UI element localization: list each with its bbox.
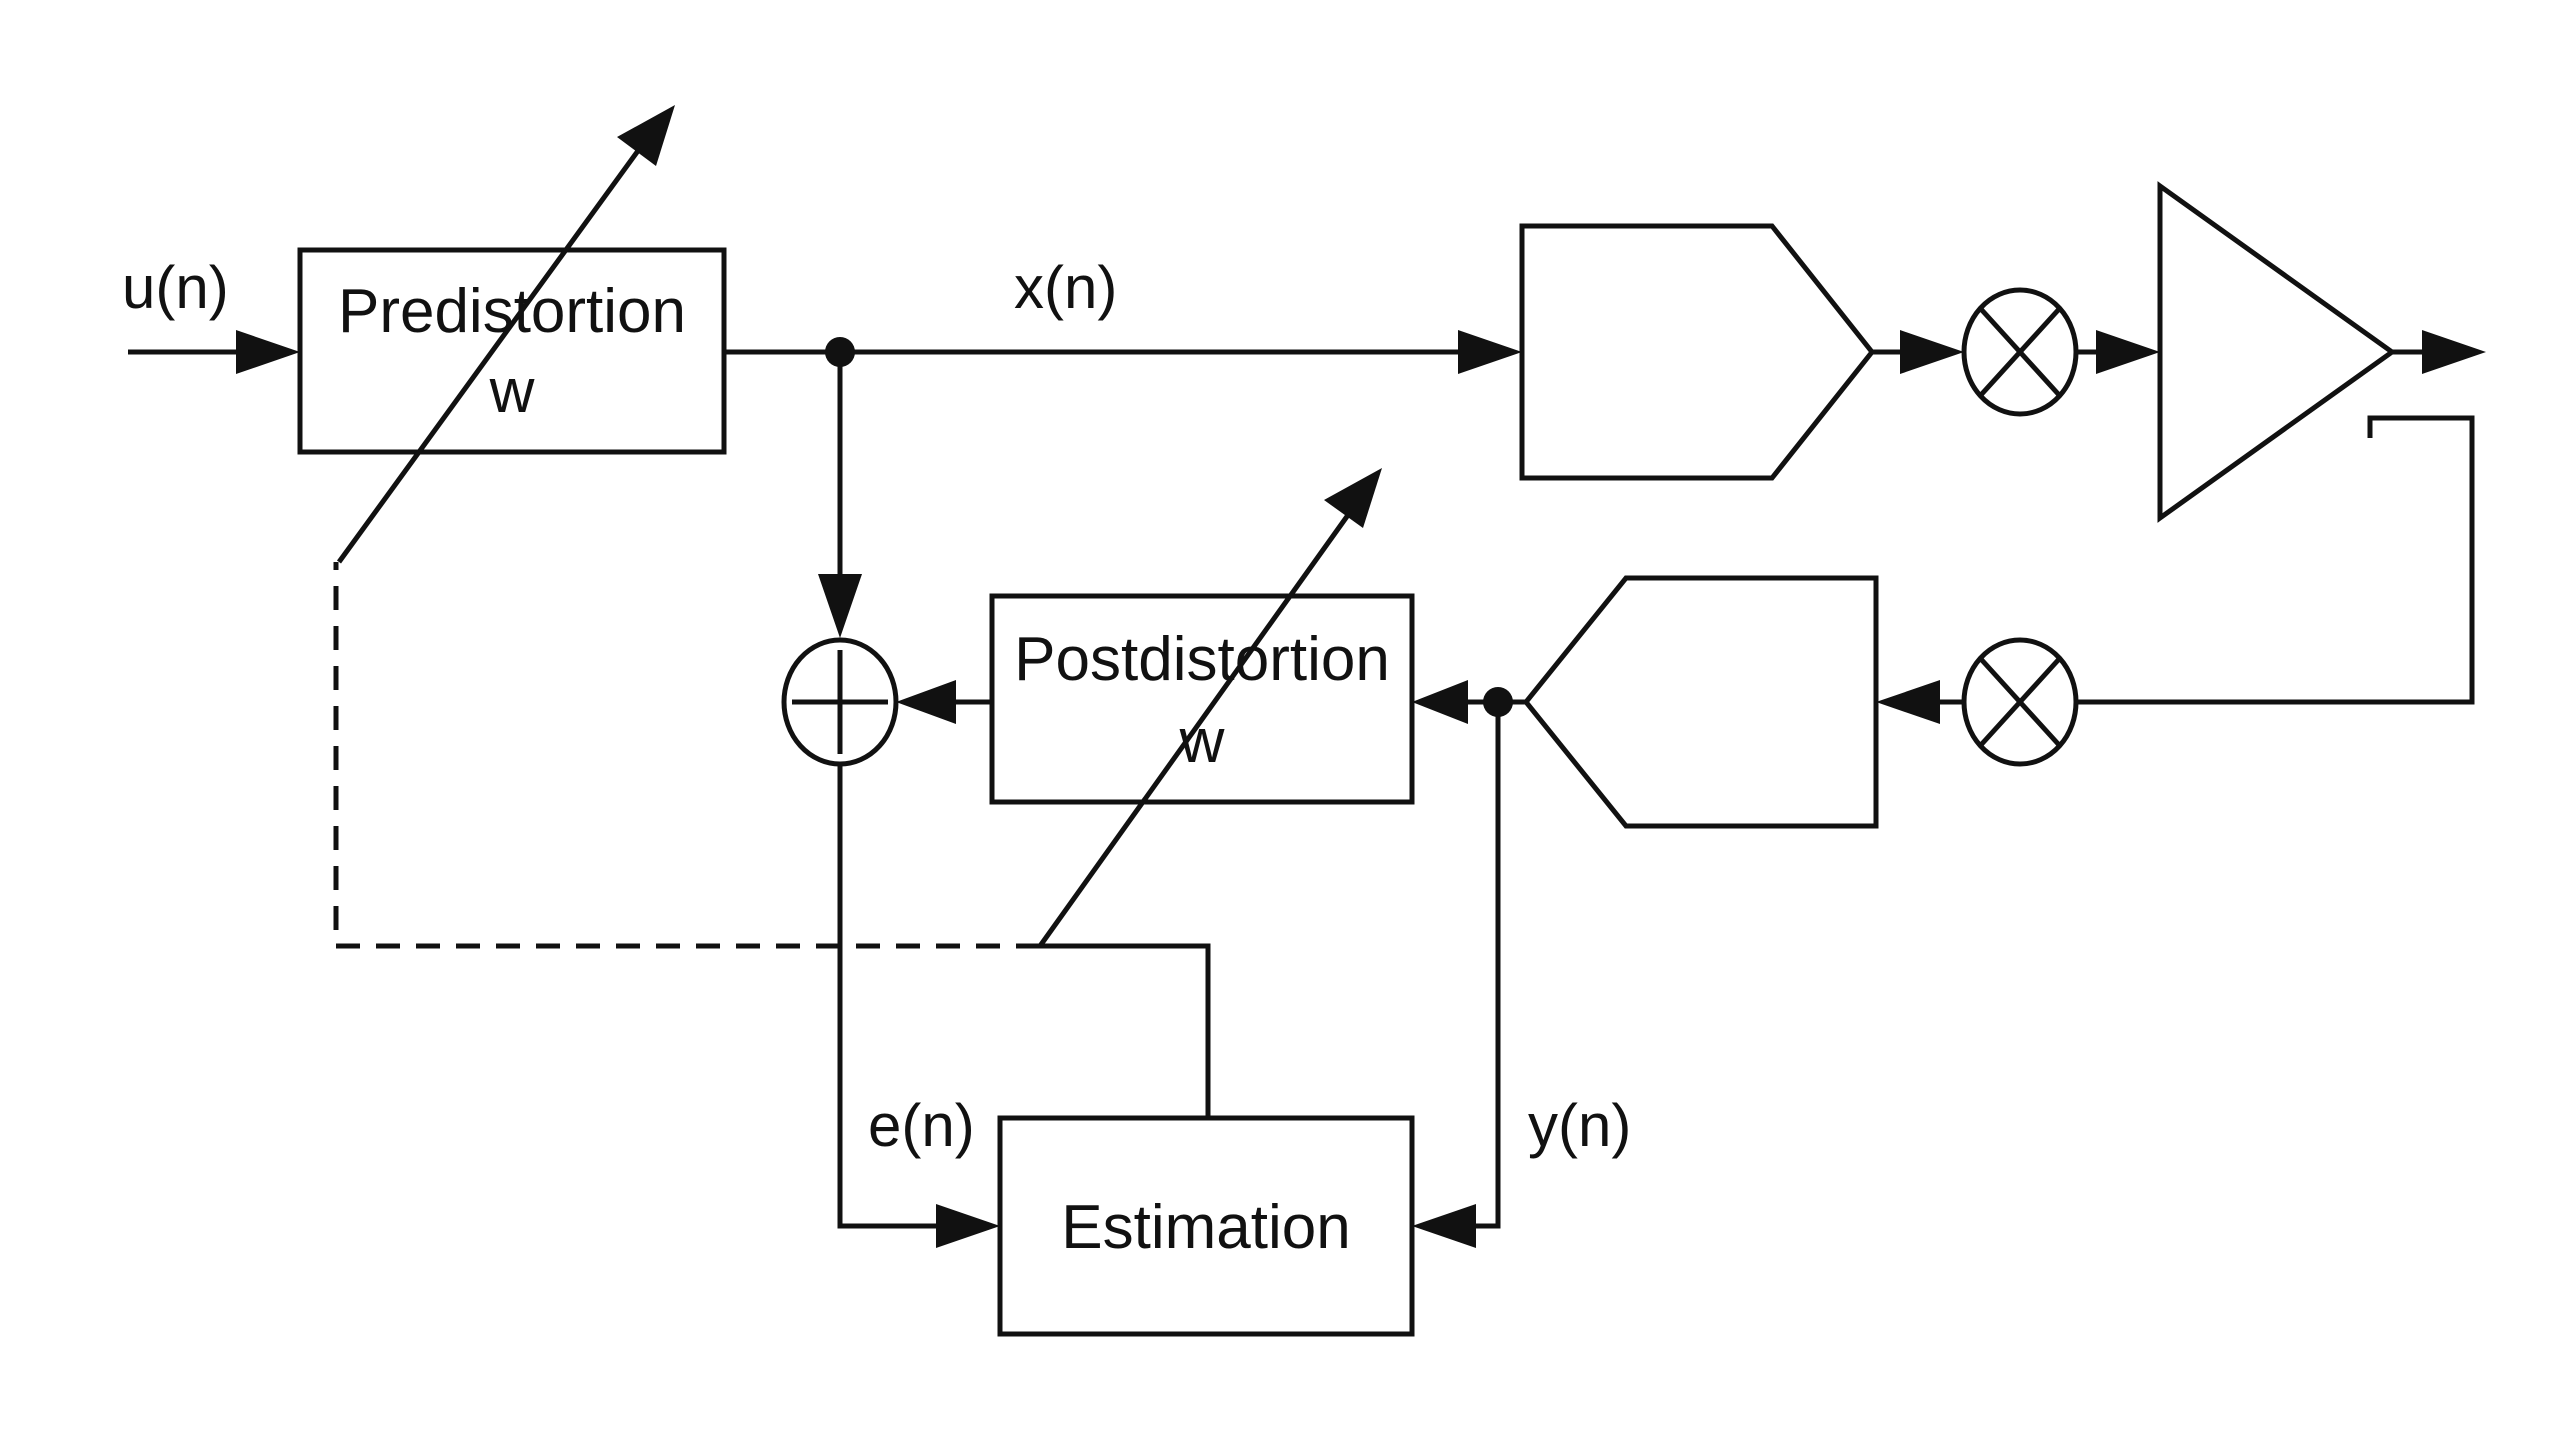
pa-output-arrowhead bbox=[2422, 330, 2486, 374]
x-signal-label: x(n) bbox=[1014, 254, 1117, 321]
error-to-estimation-arrowhead bbox=[936, 1204, 1000, 1248]
feedback-to-estimation-arrowhead bbox=[1412, 1204, 1476, 1248]
feedback-coupler-line bbox=[2076, 415, 2475, 705]
x-signal-arrowhead bbox=[1458, 330, 1522, 374]
dac-to-mixer-arrowhead bbox=[1900, 330, 1964, 374]
estimation-block-title: Estimation bbox=[1061, 1193, 1350, 1262]
weight-copy-dashed-line bbox=[333, 562, 1040, 949]
input-signal-label: u(n) bbox=[122, 254, 229, 321]
estimation-output-line bbox=[1040, 943, 1211, 1118]
postdistortion-adaptive-arrowhead bbox=[1324, 468, 1382, 528]
mixer-to-adc-arrowhead bbox=[1876, 680, 1940, 724]
adc-block bbox=[1522, 575, 1879, 829]
predistortion-adaptive-line bbox=[336, 146, 643, 564]
dac-block bbox=[1519, 223, 1876, 481]
input-arrowhead bbox=[236, 330, 300, 374]
postdistortion-adaptive-line bbox=[1037, 513, 1351, 948]
postdistortion-to-summer-arrowhead bbox=[896, 680, 956, 724]
downconversion-mixer-cross-b bbox=[1978, 656, 2062, 748]
power-amplifier bbox=[2157, 181, 2397, 523]
mixer-to-pa-arrowhead bbox=[2096, 330, 2160, 374]
postdistortion-block-title: Postdistortion bbox=[1014, 625, 1390, 694]
predistortion-block-weight: w bbox=[489, 357, 535, 426]
error-signal-label: e(n) bbox=[868, 1092, 975, 1159]
error-signal-line bbox=[837, 764, 944, 1229]
postdistortion-block bbox=[989, 593, 1415, 805]
predistortion-block-title: Predistortion bbox=[338, 277, 686, 346]
x-to-summer-arrowhead bbox=[818, 574, 862, 638]
feedback-to-estimation-line bbox=[1472, 702, 1501, 1229]
predistortion-adaptive-arrowhead bbox=[617, 105, 675, 166]
upconversion-mixer-cross-b bbox=[1978, 306, 2062, 398]
feedback-signal-label: y(n) bbox=[1528, 1092, 1631, 1159]
y-to-postdistortion-arrowhead bbox=[1412, 680, 1468, 724]
